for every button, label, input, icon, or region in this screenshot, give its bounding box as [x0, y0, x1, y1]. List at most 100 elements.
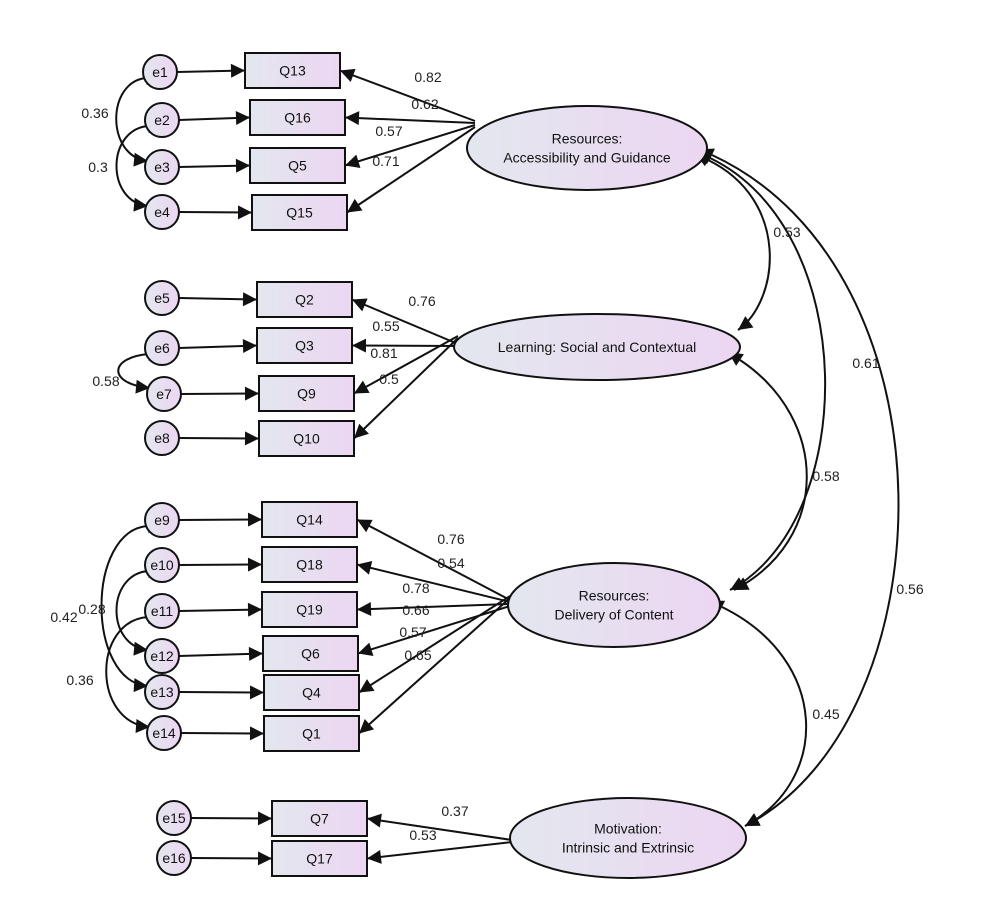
indicator-box-Q17: [271, 840, 368, 877]
error-node-e4: [144, 194, 180, 230]
loading-path-Q13: [339, 68, 476, 122]
loading-path-Q1: [358, 597, 511, 735]
indicator-label: Q14: [296, 512, 323, 528]
latent-factor-F1: [466, 105, 708, 191]
factor-label: Learning: Social and Contextual: [498, 339, 696, 355]
indicator-label: Q10: [293, 431, 320, 447]
loading-path-Q6: [357, 605, 511, 657]
loading-value: 0.76: [408, 293, 435, 309]
error-path-e10: [178, 557, 263, 572]
error-path-e13: [178, 685, 265, 700]
indicator-label: Q1: [302, 726, 321, 742]
loading-value: 0.62: [411, 96, 438, 112]
factor-covariance-value: 0.45: [812, 706, 839, 722]
error-covariance-e6-e7: [117, 347, 162, 394]
error-node-e6: [144, 330, 180, 366]
loading-path-Q18: [356, 561, 511, 603]
indicator-box-Q7: [271, 800, 368, 837]
error-path-e4: [178, 205, 253, 220]
factor-covariance-F1-F3: [697, 151, 827, 591]
indicator-box-Q18: [261, 546, 358, 583]
loading-value: 0.66: [402, 602, 429, 618]
indicator-box-Q4: [263, 674, 360, 711]
indicator-label: Q7: [310, 811, 329, 827]
latent-factor-F2: [453, 313, 741, 381]
error-path-e8: [178, 431, 260, 446]
loading-path-Q5: [344, 124, 476, 169]
loading-value: 0.5: [379, 371, 399, 387]
latent-factor-F3: [507, 562, 721, 648]
loading-value: 0.57: [399, 624, 426, 640]
error-label: e7: [156, 386, 172, 402]
error-label: e9: [154, 512, 170, 528]
error-node-e13: [144, 674, 180, 710]
error-node-e15: [156, 800, 192, 836]
indicator-box-Q19: [261, 591, 358, 628]
error-path-e15: [190, 811, 273, 826]
indicator-box-Q9: [258, 375, 355, 412]
error-path-e2: [178, 110, 251, 125]
error-covariance-e10-e12: [115, 564, 162, 656]
factor-label: Intrinsic and Extrinsic: [562, 840, 694, 856]
factor-label: Resources:: [552, 131, 623, 147]
indicator-box-Q1: [263, 715, 360, 752]
factor-covariance-value: 0.61: [852, 355, 879, 371]
error-path-e14: [180, 726, 265, 741]
error-node-e11: [144, 593, 180, 629]
indicator-label: Q9: [297, 386, 316, 402]
error-path-e11: [178, 602, 263, 617]
error-label: e2: [154, 112, 170, 128]
loading-path-Q9: [353, 335, 459, 395]
error-label: e11: [151, 603, 174, 619]
error-path-e1: [176, 63, 246, 78]
error-node-e9: [144, 502, 180, 538]
indicator-label: Q5: [288, 158, 307, 174]
error-covariance-value: 0.42: [50, 609, 77, 625]
error-path-e3: [178, 158, 251, 173]
error-node-e10: [144, 547, 180, 583]
latent-factor-F4: [509, 797, 747, 879]
error-label: e15: [162, 810, 186, 826]
loading-value: 0.65: [404, 647, 431, 663]
error-path-e7: [180, 386, 260, 401]
indicator-box-Q3: [256, 327, 353, 364]
loading-path-Q17: [366, 841, 513, 864]
loading-value: 0.76: [437, 531, 464, 547]
error-node-e14: [146, 715, 182, 751]
factor-covariance-F2-F3: [728, 352, 808, 591]
error-node-e12: [144, 638, 180, 674]
loading-value: 0.78: [402, 580, 429, 596]
error-covariance-e1-e3: [115, 71, 160, 167]
loading-path-Q10: [353, 337, 459, 440]
error-covariance-value: 0.3: [88, 159, 108, 175]
error-node-e8: [144, 420, 180, 456]
error-node-e16: [156, 840, 192, 876]
indicator-box-Q14: [261, 501, 358, 538]
error-covariance-e9-e13: [100, 519, 162, 693]
indicator-box-Q16: [249, 99, 346, 136]
factor-covariance-value: 0.53: [773, 224, 800, 240]
indicator-label: Q15: [286, 205, 313, 221]
error-label: e3: [154, 159, 170, 175]
loading-value: 0.57: [375, 123, 402, 139]
loading-value: 0.55: [372, 318, 399, 334]
error-node-e5: [144, 280, 180, 316]
indicator-label: Q4: [302, 685, 321, 701]
error-covariance-value: 0.36: [81, 105, 108, 121]
loading-value: 0.37: [441, 803, 468, 819]
error-label: e14: [152, 725, 176, 741]
factor-covariance-F1-F2: [695, 153, 771, 331]
indicator-box-Q5: [249, 147, 346, 184]
error-path-e6: [178, 338, 258, 353]
loading-path-Q4: [358, 595, 511, 694]
indicator-label: Q17: [306, 851, 333, 867]
loading-value: 0.81: [370, 345, 397, 361]
loading-path-Q7: [366, 813, 513, 841]
loading-path-Q14: [356, 518, 511, 601]
error-label: e16: [162, 850, 186, 866]
error-label: e5: [154, 290, 170, 306]
factor-label: Motivation:: [594, 821, 662, 837]
loading-value: 0.82: [414, 69, 441, 85]
error-node-e7: [146, 376, 182, 412]
loading-path-Q2: [351, 298, 459, 345]
